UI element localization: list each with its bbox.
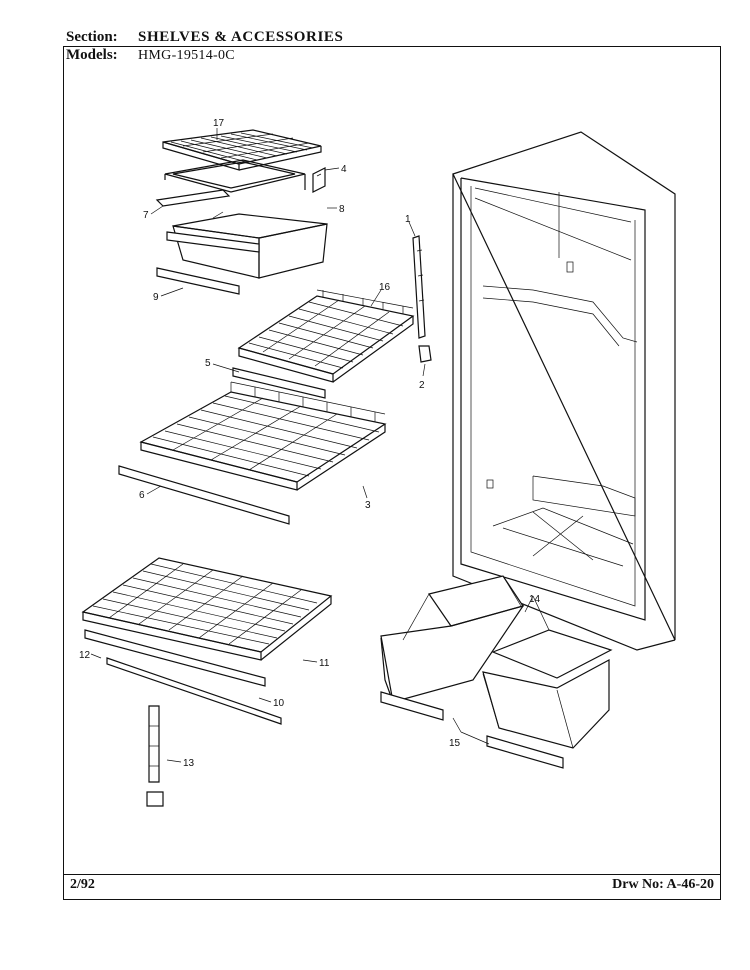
part-10-rail [106, 657, 282, 725]
callout-14: 14 [529, 594, 541, 605]
callout-4: 4 [341, 164, 347, 175]
part-3-wire-shelf [139, 381, 387, 491]
models-label: Models: [66, 47, 118, 63]
part-11-glass-shelf [81, 557, 333, 661]
drawing-frame [63, 46, 721, 900]
footer-divider [63, 874, 721, 875]
part-7-cover [155, 189, 231, 207]
footer-date: 2/92 [70, 877, 95, 892]
callout-8: 8 [339, 204, 345, 215]
part-6-strip [118, 465, 290, 525]
callout-13: 13 [183, 758, 195, 769]
callout-1: 1 [405, 214, 411, 225]
part-5-strip [232, 367, 326, 399]
part-13-support [146, 705, 164, 807]
callout-2: 2 [419, 380, 425, 391]
callout-9: 9 [153, 292, 159, 303]
part-1-rail [412, 235, 426, 339]
part-8-drawer [166, 211, 328, 279]
part-16-wire-shelf [237, 289, 415, 383]
part-shelf-frame [164, 159, 306, 193]
parts-diagram: 17 4 7 8 9 1 16 5 2 6 3 14 12 11 10 13 1… [79, 118, 676, 807]
callout-16: 16 [379, 282, 391, 293]
callout-15: 15 [449, 738, 461, 749]
refrigerator-cabinet [452, 131, 676, 651]
callout-3: 3 [365, 500, 371, 511]
callout-12: 12 [79, 650, 91, 661]
part-9-strip [156, 267, 240, 295]
section-label: Section: [66, 29, 118, 45]
part-2-clip [418, 345, 432, 363]
part-4-bracket [312, 167, 326, 193]
callout-10: 10 [273, 698, 285, 709]
part-14-crisper-right [482, 629, 613, 749]
part-14-crisper-left [380, 575, 525, 703]
callout-5: 5 [205, 358, 211, 369]
part-17-glass-shelf [162, 129, 322, 171]
part-15-strips [380, 691, 564, 769]
callout-6: 6 [139, 490, 145, 501]
callout-17: 17 [213, 118, 225, 129]
part-12-trim [84, 629, 266, 687]
section-value: SHELVES & ACCESSORIES [138, 29, 344, 45]
models-value: HMG-19514-0C [138, 48, 235, 63]
callout-7: 7 [143, 210, 149, 221]
callout-11: 11 [319, 658, 330, 669]
drawing-number: Drw No: A-46-20 [612, 877, 714, 892]
leader-lines [90, 128, 550, 763]
